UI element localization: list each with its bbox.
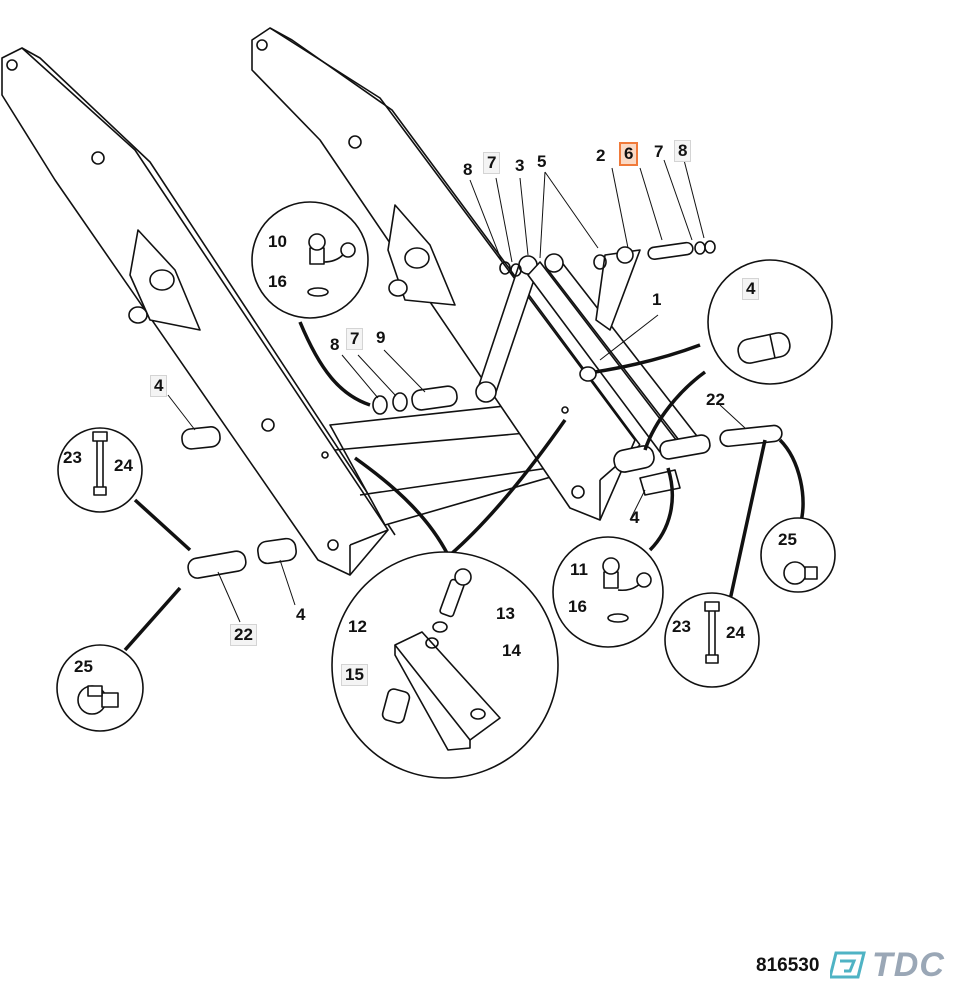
callout-4[interactable]: 4 (150, 375, 168, 397)
callout-7[interactable]: 7 (654, 142, 664, 161)
pins-top (499, 240, 716, 382)
detail-circle-grease-nipple-lower (552, 536, 664, 648)
callout-4[interactable]: 4 (630, 508, 640, 527)
detail-circle-bolt-left (57, 427, 143, 513)
callout-25[interactable]: 25 (778, 530, 797, 549)
callout-2[interactable]: 2 (596, 146, 606, 165)
detail-circle-bolt-right (664, 592, 760, 688)
callout-25[interactable]: 25 (74, 657, 93, 676)
callout-7[interactable]: 7 (483, 152, 501, 174)
callout-24[interactable]: 24 (726, 623, 745, 642)
callout-8[interactable]: 8 (330, 335, 340, 354)
callout-16[interactable]: 16 (268, 272, 287, 291)
callout-24[interactable]: 24 (114, 456, 133, 475)
right-boom-arm (251, 27, 641, 521)
callout-12[interactable]: 12 (348, 617, 367, 636)
callout-22[interactable]: 22 (230, 624, 257, 646)
callout-13[interactable]: 13 (496, 604, 515, 623)
callout-1[interactable]: 1 (652, 290, 662, 309)
callout-23[interactable]: 23 (63, 448, 82, 467)
loose-pins-right (613, 424, 783, 496)
callout-14[interactable]: 14 (502, 641, 521, 660)
brand-logo: TDC (830, 945, 945, 985)
detail-circle-bush-right (707, 259, 833, 385)
callout-8[interactable]: 8 (463, 160, 473, 179)
callout-11[interactable]: 11 (570, 560, 588, 579)
callout-7[interactable]: 7 (346, 328, 364, 350)
callout-3[interactable]: 3 (515, 156, 525, 175)
loose-pins-left (181, 426, 297, 579)
callout-8[interactable]: 8 (674, 140, 692, 162)
callout-15[interactable]: 15 (341, 664, 368, 686)
left-boom-arm (1, 47, 396, 576)
callout-10[interactable]: 10 (268, 232, 287, 251)
document-number: 816530 (756, 955, 820, 976)
callout-22[interactable]: 22 (706, 390, 725, 409)
callout-4[interactable]: 4 (742, 278, 760, 300)
callout-4[interactable]: 4 (296, 605, 306, 624)
brand-name: TDC (872, 945, 945, 984)
tdc-logo-icon (830, 951, 866, 979)
callout-9[interactable]: 9 (376, 328, 386, 347)
pins-set-8-7-9 (372, 385, 458, 415)
callout-5[interactable]: 5 (537, 152, 547, 171)
callout-23[interactable]: 23 (672, 617, 691, 636)
callout-6-highlighted[interactable]: 6 (619, 142, 639, 166)
callout-16[interactable]: 16 (568, 597, 587, 616)
